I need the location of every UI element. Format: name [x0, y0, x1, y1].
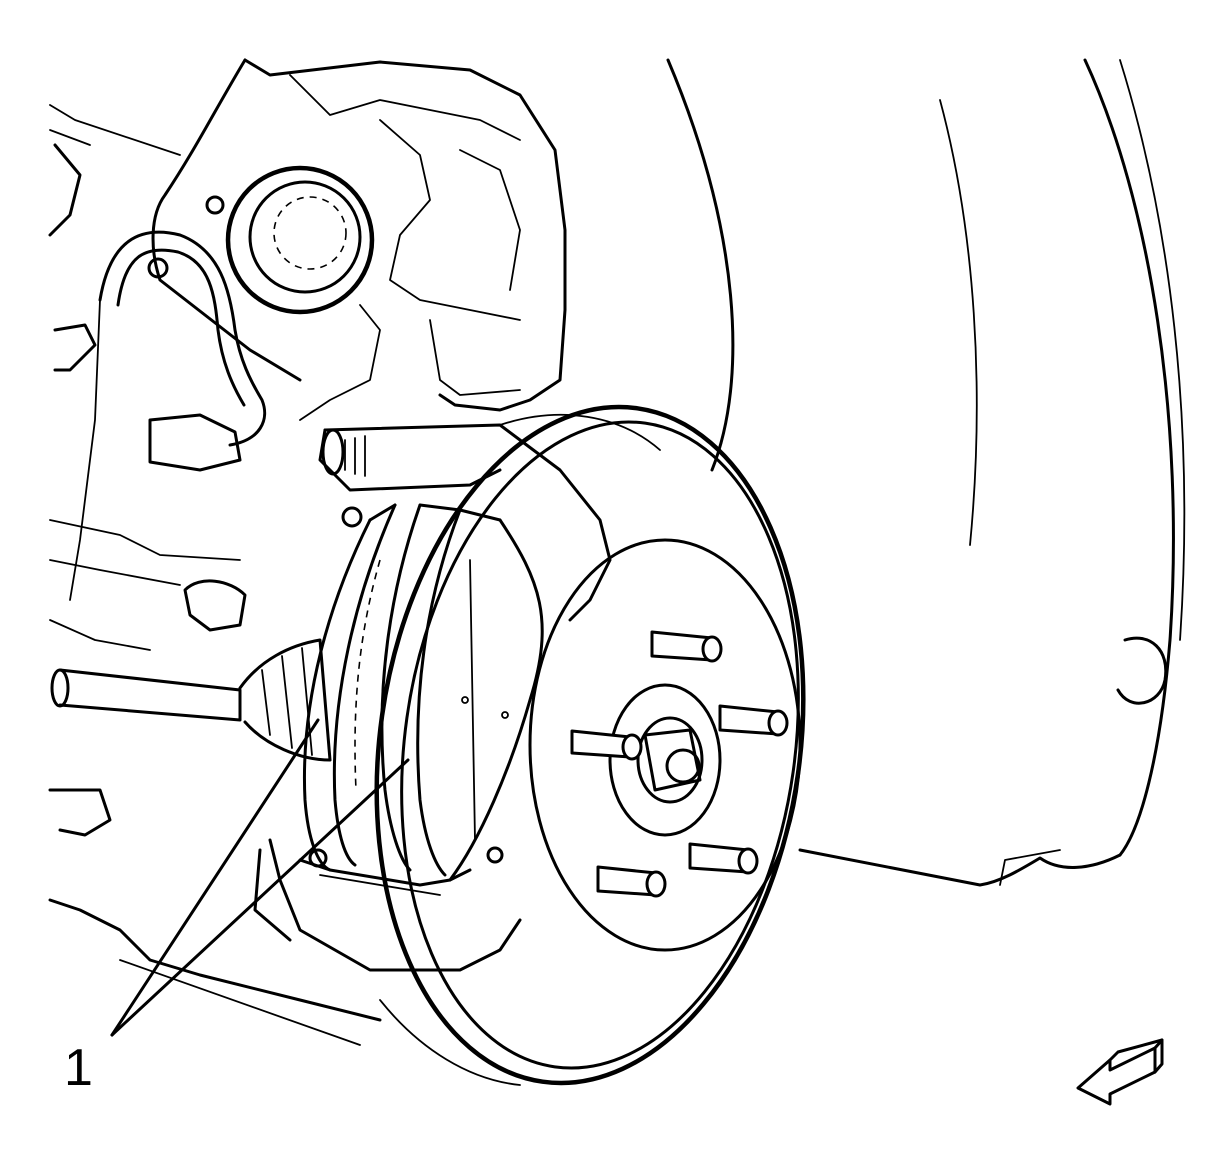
- wheel-liner: [666, 58, 1186, 887]
- callout-label-1: 1: [64, 1039, 93, 1097]
- brake-pad-outer: [302, 503, 397, 872]
- wheel-stud-top: [650, 630, 723, 663]
- wheel-stud-left: [570, 729, 643, 761]
- leader-line-inner-pad: [110, 758, 410, 1037]
- brake-hose: [69, 230, 267, 601]
- pad-clip-lower: [298, 858, 472, 896]
- arrow-left-down-icon: [1076, 1038, 1164, 1106]
- wheel-stud-right: [718, 704, 789, 737]
- brake-pad-inner: [380, 503, 544, 882]
- drive-shaft: [50, 638, 332, 762]
- leader-line-outer-pad: [110, 718, 320, 1037]
- suspension-frame: [48, 104, 382, 1046]
- steering-knuckle: [147, 58, 567, 421]
- wheel-stud-lower-right: [688, 842, 759, 875]
- wheel-hub: [608, 683, 722, 837]
- wheel-stud-bottom: [596, 865, 667, 898]
